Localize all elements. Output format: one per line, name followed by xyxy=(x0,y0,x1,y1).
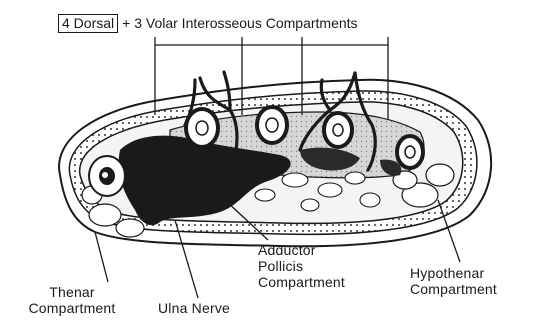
metacarpal-4 xyxy=(324,113,352,147)
adductor-label: Adductor Pollicis Compartment xyxy=(258,242,345,290)
metacarpal-3 xyxy=(257,107,287,143)
hypothenar-label-line-1: Hypothenar xyxy=(410,265,497,281)
thumb-metacarpal xyxy=(89,156,125,196)
title-boxed-label: 4 Dorsal xyxy=(58,14,118,33)
hypothenar-label: Hypothenar Compartment xyxy=(410,265,497,297)
thenar-label-line-2: Compartment xyxy=(12,300,132,316)
thenar-label: Thenar Compartment xyxy=(12,284,132,316)
adductor-label-line-2: Pollicis xyxy=(258,258,345,274)
title-rest-label: + 3 Volar Interosseous Compartments xyxy=(122,15,357,31)
diagram-title: 4 Dorsal+ 3 Volar Interosseous Compartme… xyxy=(58,14,358,34)
hypothenar-label-line-2: Compartment xyxy=(410,281,497,297)
metacarpal-5 xyxy=(397,136,423,168)
ulna-nerve-label: Ulna Nerve xyxy=(158,300,230,316)
adductor-label-line-3: Compartment xyxy=(258,274,345,290)
thenar-label-line-1: Thenar xyxy=(12,284,132,300)
adductor-label-line-1: Adductor xyxy=(258,242,345,258)
